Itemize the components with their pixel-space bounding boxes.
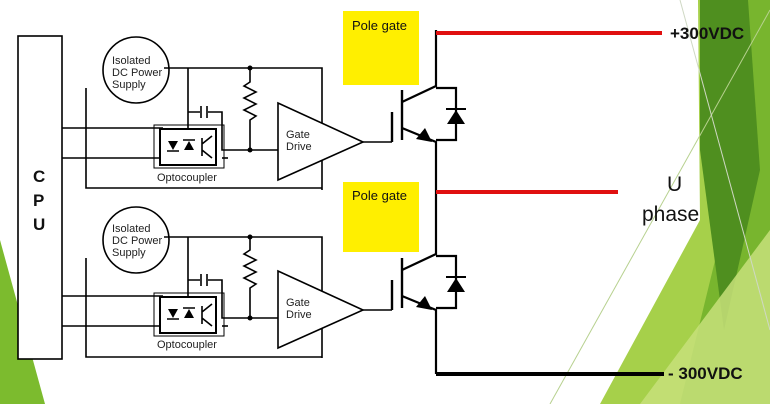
optocoupler-led-icon xyxy=(168,309,178,318)
ground-bus xyxy=(85,88,322,189)
power-supply-label: DC Power xyxy=(112,235,162,247)
power-supply-label: Supply xyxy=(112,79,146,91)
igbt-emitter xyxy=(401,294,438,374)
power-supply-label: Isolated xyxy=(112,223,151,235)
power-supply-label: Isolated xyxy=(112,55,151,67)
gate-drive-label: Gate xyxy=(286,297,310,309)
freewheel-diode-wire xyxy=(436,86,458,142)
gate-drive-label: Gate xyxy=(286,129,310,141)
freewheel-diode-wire xyxy=(436,254,458,310)
igbt-collector xyxy=(401,190,438,271)
gate-drive-label: Drive xyxy=(286,309,312,321)
optocoupler-outline xyxy=(153,124,225,169)
phototransistor-icon xyxy=(201,303,213,327)
optocoupler-zener-icon xyxy=(184,309,194,318)
upper-stage: Isolated DC Power Supply Optocoupler Gat… xyxy=(62,11,466,190)
optocoupler-wiring xyxy=(187,237,260,319)
junction-dot xyxy=(247,65,253,71)
green-thin-line xyxy=(549,9,770,404)
optocoupler-outline xyxy=(153,292,225,337)
cpu-letter-c: C xyxy=(33,167,45,186)
igbt-emitter-arrow-icon xyxy=(416,296,432,310)
freewheel-diode-icon xyxy=(447,278,465,292)
ground-bus xyxy=(85,258,322,358)
power-supply-label: DC Power xyxy=(112,67,162,79)
green-shape-light-front xyxy=(640,230,770,404)
phase-label-u: U xyxy=(667,173,682,196)
optocoupler-wiring xyxy=(187,68,260,151)
pole-gate-label: Pole gate xyxy=(352,188,407,203)
pullup-resistor-icon xyxy=(242,237,258,304)
cpu-letter-u: U xyxy=(33,215,45,234)
igbt-emitter xyxy=(401,126,438,190)
negative-rail-label: - 300VDC xyxy=(668,364,743,383)
gate-drive-label: Drive xyxy=(286,141,312,153)
green-shape-dark xyxy=(700,0,760,330)
isolated-dc-power-supply xyxy=(102,206,170,274)
lower-stage: Isolated DC Power Supply Optocoupler Gat… xyxy=(62,182,466,374)
cpu-letter-p: P xyxy=(33,191,44,210)
pole-gate-box xyxy=(343,182,419,252)
phase-label-phase: phase xyxy=(642,203,699,226)
gate-drive-amplifier xyxy=(277,101,365,182)
positive-rail-label: +300VDC xyxy=(670,24,744,43)
gate-drive-amplifier xyxy=(277,269,365,350)
isolated-dc-power-supply xyxy=(102,36,170,104)
optocoupler-zener-icon xyxy=(184,141,194,150)
optocoupler-label: Optocoupler xyxy=(157,339,217,351)
pole-gate-box xyxy=(343,11,419,85)
green-thin-line xyxy=(679,0,770,331)
optocoupler-led-icon xyxy=(168,141,178,150)
pole-gate-label: Pole gate xyxy=(352,18,407,33)
freewheel-diode-icon xyxy=(447,110,465,124)
phototransistor-icon xyxy=(201,135,213,159)
optocoupler-label: Optocoupler xyxy=(157,172,217,184)
igbt-emitter-arrow-icon xyxy=(416,128,432,142)
junction-dot xyxy=(247,234,253,240)
igbt-collector xyxy=(401,30,438,103)
power-supply-label: Supply xyxy=(112,247,146,259)
cpu-block xyxy=(17,35,63,360)
pullup-resistor-icon xyxy=(242,68,258,136)
